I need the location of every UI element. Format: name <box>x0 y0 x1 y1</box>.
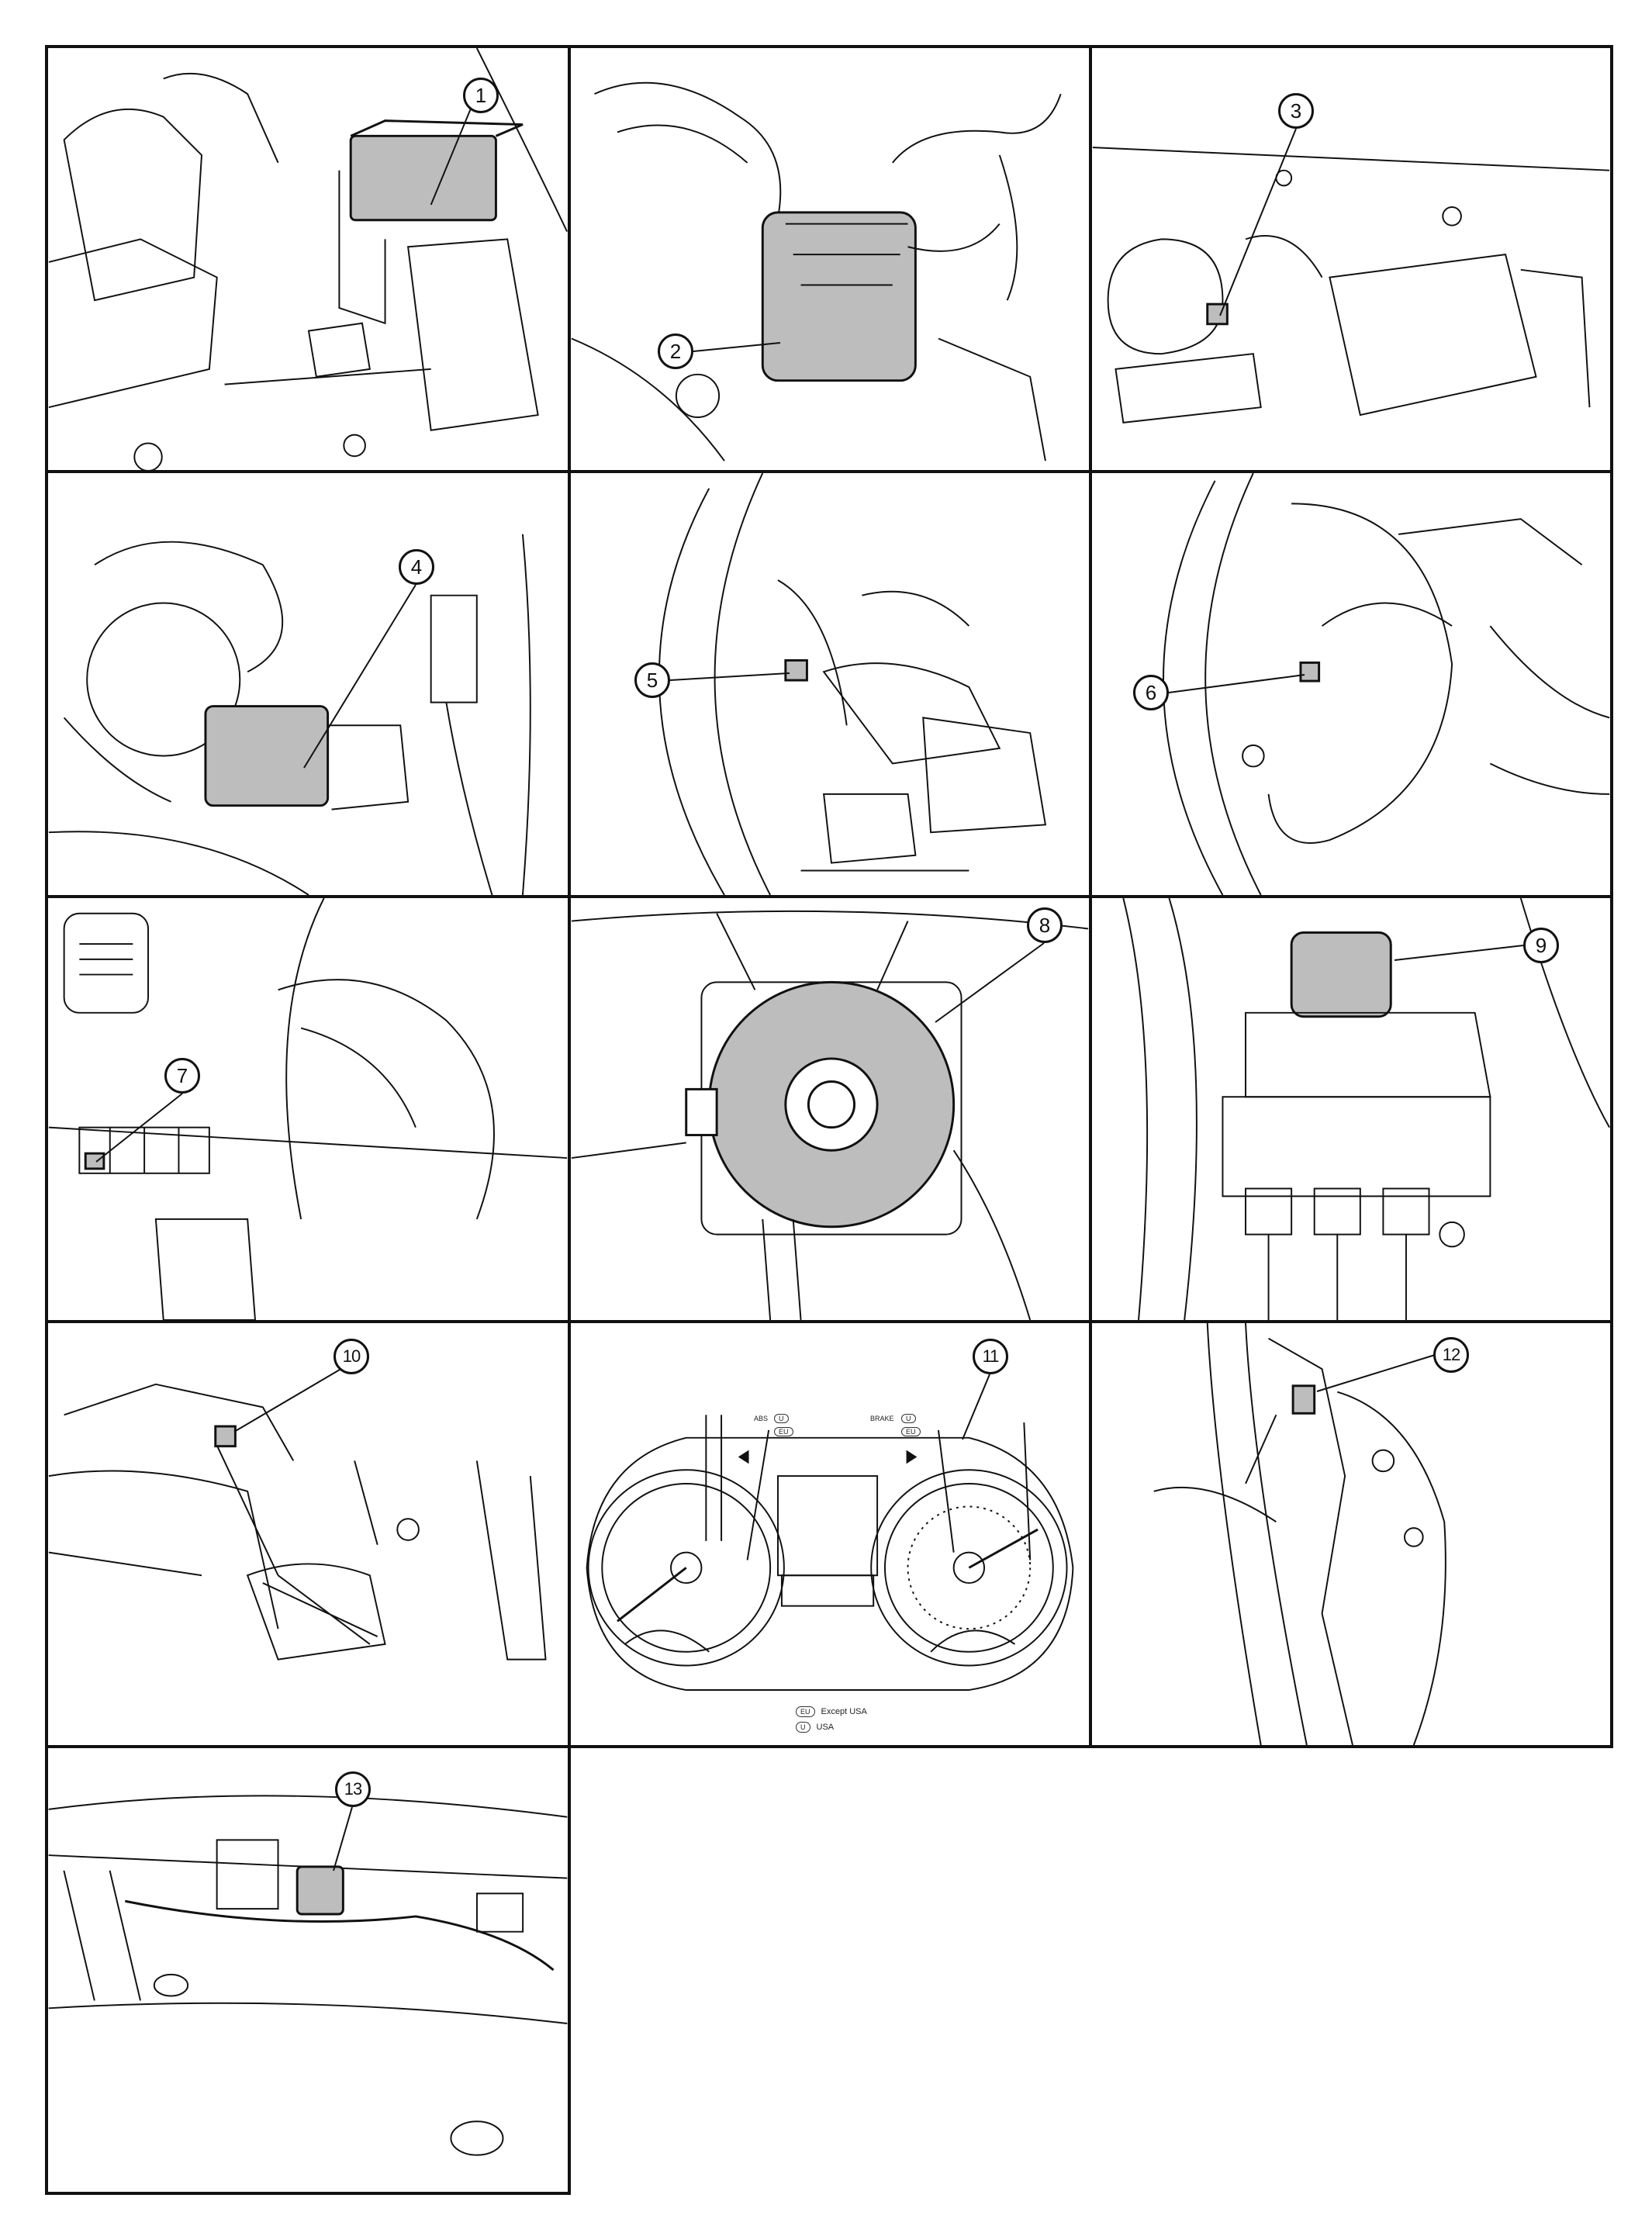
switch-panel-drawing <box>48 898 568 1320</box>
trunk-unit-highlight <box>295 1865 344 1916</box>
brake-fluid-drawing <box>1092 147 1610 423</box>
panel-4-connector: 4 <box>45 470 571 898</box>
panel-8-spiral-cable: 8 <box>568 895 1092 1323</box>
panel-9-control-unit: 9 <box>1089 895 1613 1323</box>
front-sensor-highlight <box>784 658 808 682</box>
wheel-sensor-rear-drawing <box>1162 473 1610 895</box>
switch-highlight <box>84 1152 105 1170</box>
legend-text-usa: USA <box>816 1723 835 1732</box>
panel-2-abs-actuator: 2 <box>568 45 1092 473</box>
callout-8: 8 <box>1027 907 1063 943</box>
callout-9: 9 <box>1523 928 1559 963</box>
parking-brake-highlight <box>1291 1384 1316 1415</box>
pedal-switch-highlight <box>214 1425 237 1448</box>
brake-indicator-label: BRAKE <box>870 1415 894 1422</box>
abs-indicator-label: ABS <box>754 1415 769 1422</box>
callout-4: 4 <box>399 549 434 585</box>
callout-7: 7 <box>164 1058 200 1094</box>
callout-13: 13 <box>335 1771 371 1807</box>
control-unit-highlight <box>1290 931 1392 1018</box>
panel-3-brake-fluid-sensor: 3 <box>1089 45 1613 473</box>
tag-abs-usa: U <box>774 1414 789 1423</box>
connector-highlight <box>204 705 330 807</box>
pedal-switch-drawing <box>48 1383 547 1661</box>
callout-3: 3 <box>1278 93 1314 129</box>
legend-except-usa: EU Except USA <box>796 1706 867 1717</box>
callout-1: 1 <box>463 78 499 113</box>
legend-text-except-usa: Except USA <box>821 1707 867 1716</box>
callout-2: 2 <box>658 333 693 369</box>
combination-meter-drawing <box>586 1415 1074 1692</box>
engine-room-drawing <box>48 48 568 470</box>
callout-11: 11 <box>973 1339 1008 1374</box>
callout-10: 10 <box>334 1339 369 1374</box>
connector-drawing <box>48 534 531 895</box>
panel-13-trunk-unit: 13 <box>45 1745 571 2195</box>
rear-sensor-highlight <box>1299 661 1321 683</box>
tag-abs-except-usa: EU <box>774 1427 793 1436</box>
tag-brake-usa: U <box>901 1414 916 1423</box>
trunk-unit-drawing <box>48 1795 568 2156</box>
panel-11-combination-meter: 11 ABS U EU BRAKE U EU EU Except USA U U… <box>568 1320 1092 1748</box>
control-unit-drawing <box>1122 898 1610 1320</box>
panel-12-parking-brake-switch: 12 <box>1089 1320 1613 1748</box>
parking-brake-drawing <box>1153 1323 1446 1745</box>
spiral-cable-drawing <box>571 910 1089 1320</box>
panel-1-engine-room: 1 <box>45 45 571 473</box>
callout-5: 5 <box>634 662 670 698</box>
legend-usa: U USA <box>796 1722 834 1733</box>
tag-brake-except-usa: EU <box>901 1427 921 1436</box>
legend-tag-eu: EU <box>796 1706 815 1717</box>
panel-10-pedal-switch: 10 <box>45 1320 571 1748</box>
legend-tag-u: U <box>796 1722 810 1733</box>
panel-5-wheel-sensor-front: 5 <box>568 470 1092 898</box>
panel-7-switch-panel: 7 <box>45 895 571 1323</box>
panel-6-wheel-sensor-rear: 6 <box>1089 470 1613 898</box>
relay-box-highlight <box>349 134 497 222</box>
abs-actuator-drawing <box>571 81 1062 461</box>
callout-6: 6 <box>1133 675 1169 710</box>
